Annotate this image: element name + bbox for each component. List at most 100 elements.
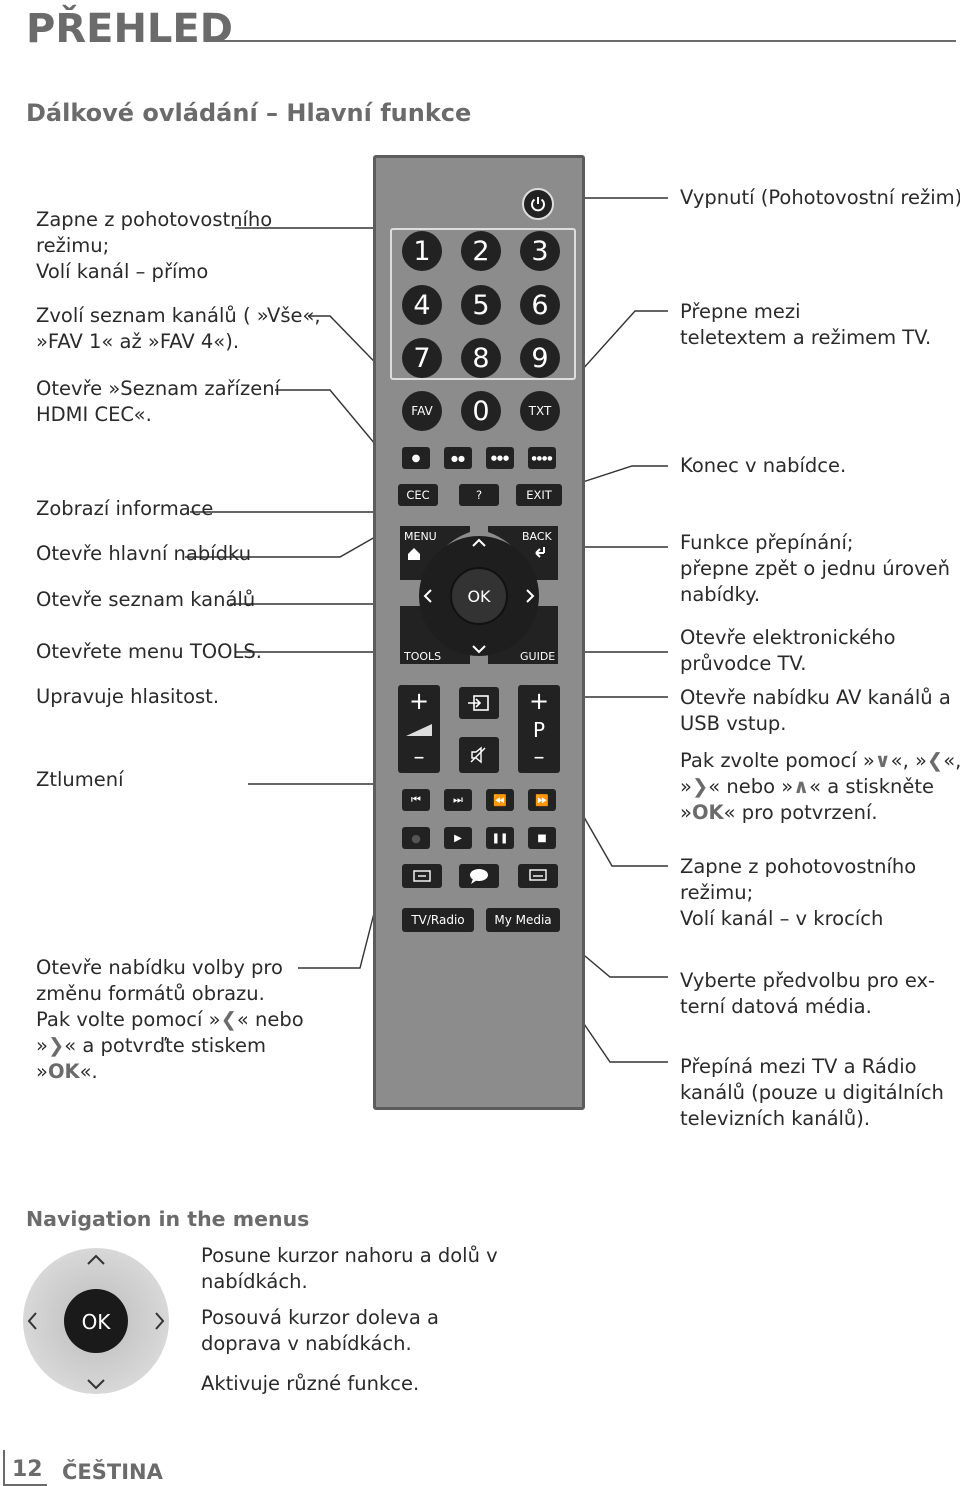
right-arrow-icon: ❯ (691, 775, 709, 798)
up-arrow-icon (87, 1254, 105, 1265)
rewind-button[interactable]: ⏪ (486, 789, 514, 811)
digit-5-button[interactable]: 5 (461, 285, 501, 325)
tv-radio-button[interactable]: TV/Radio (402, 908, 474, 932)
program-rocker[interactable]: + P – (518, 685, 560, 773)
menu-button (400, 526, 470, 580)
green-button[interactable]: ●● (444, 447, 472, 469)
home-icon (408, 548, 420, 560)
label-info: Zobrazí informace (36, 497, 214, 520)
next-button[interactable]: ⏭ (444, 789, 472, 811)
pause-button[interactable]: ❚❚ (486, 827, 514, 849)
number-pad-frame (390, 228, 576, 380)
tools-label: TOOLS (403, 650, 441, 663)
back-label: BACK (522, 530, 553, 543)
up-arrow-icon (472, 538, 486, 547)
speech-bubble-icon (470, 869, 488, 884)
right-arrow-icon (155, 1312, 165, 1330)
right-arrow-icon: ❯ (47, 1034, 65, 1057)
title-rule (204, 40, 956, 42)
power-button[interactable] (522, 188, 554, 220)
digit-8-button[interactable]: 8 (461, 338, 501, 378)
left-arrow-icon (423, 589, 432, 603)
left-arrow-icon: ❮ (220, 1008, 237, 1031)
skip-back-icon: ⏮ (411, 793, 421, 806)
aspect-ratio-icon (413, 870, 431, 882)
blue-button[interactable]: ●●●● (528, 447, 556, 469)
left-arrow-icon: ❮ (926, 749, 944, 772)
back-icon (535, 547, 545, 558)
mute-icon (470, 746, 486, 764)
fav-button[interactable]: FAV (402, 391, 442, 431)
label-aspect: Otevře nabídku volby pro změnu formátů o… (36, 956, 304, 1083)
digit-9-button[interactable]: 9 (520, 338, 560, 378)
my-media-button[interactable]: My Media (486, 908, 560, 932)
nav-ok-label: OK (81, 1310, 111, 1334)
play-button[interactable]: ▶ (444, 827, 472, 849)
remote-control: 1 2 3 4 5 6 7 8 9 FAV 0 TXT ● ●● ●●● ●●●… (373, 155, 585, 1110)
down-arrow-icon (472, 645, 486, 654)
footer-rule-vertical (3, 1450, 5, 1486)
down-arrow-icon: ∨ (874, 749, 891, 772)
mute-button[interactable] (459, 737, 499, 773)
yellow-button[interactable]: ●●● (486, 447, 514, 469)
guide-label: GUIDE (520, 650, 555, 663)
digit-4-button[interactable]: 4 (402, 285, 442, 325)
label-mute: Ztlumení (36, 768, 124, 791)
digit-3-button[interactable]: 3 (520, 231, 560, 271)
back-button (488, 526, 558, 580)
cec-button[interactable]: CEC (398, 484, 438, 506)
section-subtitle: Dálkové ovládání – Hlavní funkce (26, 99, 472, 127)
volume-up[interactable]: + (408, 687, 430, 715)
digit-7-button[interactable]: 7 (402, 338, 442, 378)
program-down[interactable]: – (533, 745, 545, 770)
volume-rocker[interactable]: + – (398, 685, 440, 773)
down-arrow-icon (87, 1379, 105, 1390)
stop-button[interactable]: ■ (528, 827, 556, 849)
label-fav: Zvolí seznam kanálů ( »Vše«,»FAV 1« až »… (36, 304, 321, 353)
digit-6-button[interactable]: 6 (520, 285, 560, 325)
label-av-nav: Pak zvolte pomocí »∨«, »❮«, »❯« nebo »∧«… (680, 749, 960, 824)
footer-rule-horizontal (3, 1484, 47, 1486)
record-button[interactable]: ● (402, 827, 430, 849)
up-arrow-icon: ∧ (793, 775, 810, 798)
language-label: ČEŠTINA (62, 1460, 163, 1484)
power-icon (531, 197, 545, 212)
digit-1-button[interactable]: 1 (402, 231, 442, 271)
aspect-button[interactable] (402, 864, 442, 888)
label-back: Funkce přepínání;přepne zpět o jednu úro… (680, 531, 950, 606)
red-button[interactable]: ● (402, 447, 430, 469)
digit-2-button[interactable]: 2 (461, 231, 501, 271)
info-button[interactable]: ? (459, 484, 499, 506)
txt-button[interactable]: TXT (520, 391, 560, 431)
program-up[interactable]: + (528, 687, 550, 715)
navigation-heading: Navigation in the menus (26, 1207, 310, 1231)
subtitle-icon (529, 869, 547, 881)
volume-bars-icon (406, 724, 432, 736)
exit-button[interactable]: EXIT (516, 484, 562, 506)
page-title: PŘEHLED (26, 6, 233, 52)
subtitle-button[interactable] (518, 864, 558, 888)
fast-forward-button[interactable]: ⏩ (528, 789, 556, 811)
skip-forward-icon: ⏭ (453, 793, 463, 806)
ok-button (450, 567, 508, 625)
nav-label-ok: Aktivuje různé funkce. (201, 1372, 420, 1395)
volume-down[interactable]: – (413, 745, 425, 770)
prev-button[interactable]: ⏮ (402, 789, 430, 811)
stop-icon: ■ (537, 832, 547, 844)
left-arrow-icon (27, 1312, 37, 1330)
pause-icon: ❚❚ (491, 832, 509, 844)
program-label: P (532, 718, 546, 742)
label-standby-off: Vypnutí (Pohotovostní režim) (680, 186, 960, 209)
fast-forward-icon: ⏩ (535, 793, 549, 807)
label-channel-list: Otevře seznam kanálů (36, 588, 256, 611)
digit-0-button[interactable]: 0 (461, 391, 501, 431)
av-button[interactable] (459, 687, 499, 719)
chat-button[interactable] (459, 864, 499, 888)
label-volume: Upravuje hlasitost. (36, 685, 220, 708)
